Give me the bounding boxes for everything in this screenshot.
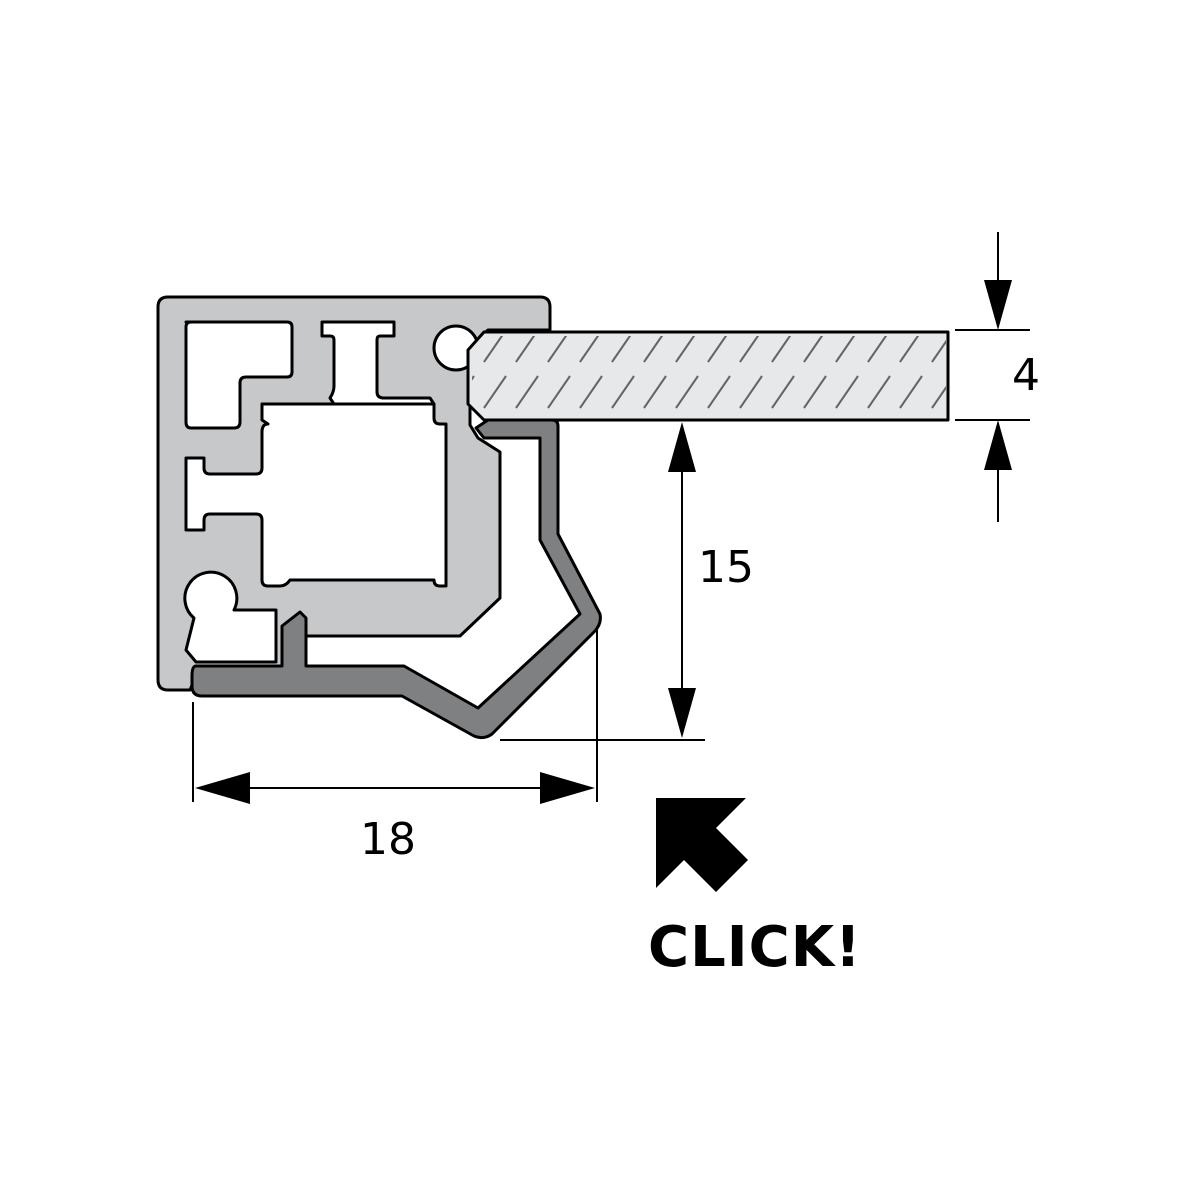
arrowhead-down — [668, 688, 696, 738]
panel-hatching — [472, 336, 946, 416]
frame-chamber-top-left — [184, 320, 294, 430]
panel-sheet — [466, 330, 950, 422]
arrow-up-left-icon — [656, 798, 748, 892]
dimension-height: 15 — [500, 422, 754, 741]
clip-seal-body — [190, 418, 602, 740]
arrowhead-up — [668, 422, 696, 472]
aluminium-frame-profile — [156, 295, 552, 692]
frame-chamber-main — [184, 402, 448, 588]
arrowhead-right — [540, 772, 595, 804]
arrowhead-down — [984, 280, 1012, 330]
dimension-label-15: 15 — [698, 542, 754, 593]
clip-seal-profile — [190, 418, 602, 740]
click-label: CLICK! — [648, 915, 862, 980]
dimension-width: 18 — [192, 630, 598, 865]
arrowhead-left — [195, 772, 250, 804]
dimension-label-4: 4 — [1012, 350, 1040, 401]
dimension-panel-thickness: 4 — [955, 232, 1040, 522]
dimension-label-18: 18 — [360, 814, 416, 865]
frame-t-slot-top — [320, 320, 436, 406]
arrowhead-up — [984, 420, 1012, 470]
screw-channel-bottom — [183, 570, 278, 664]
click-callout: CLICK! — [648, 798, 862, 980]
